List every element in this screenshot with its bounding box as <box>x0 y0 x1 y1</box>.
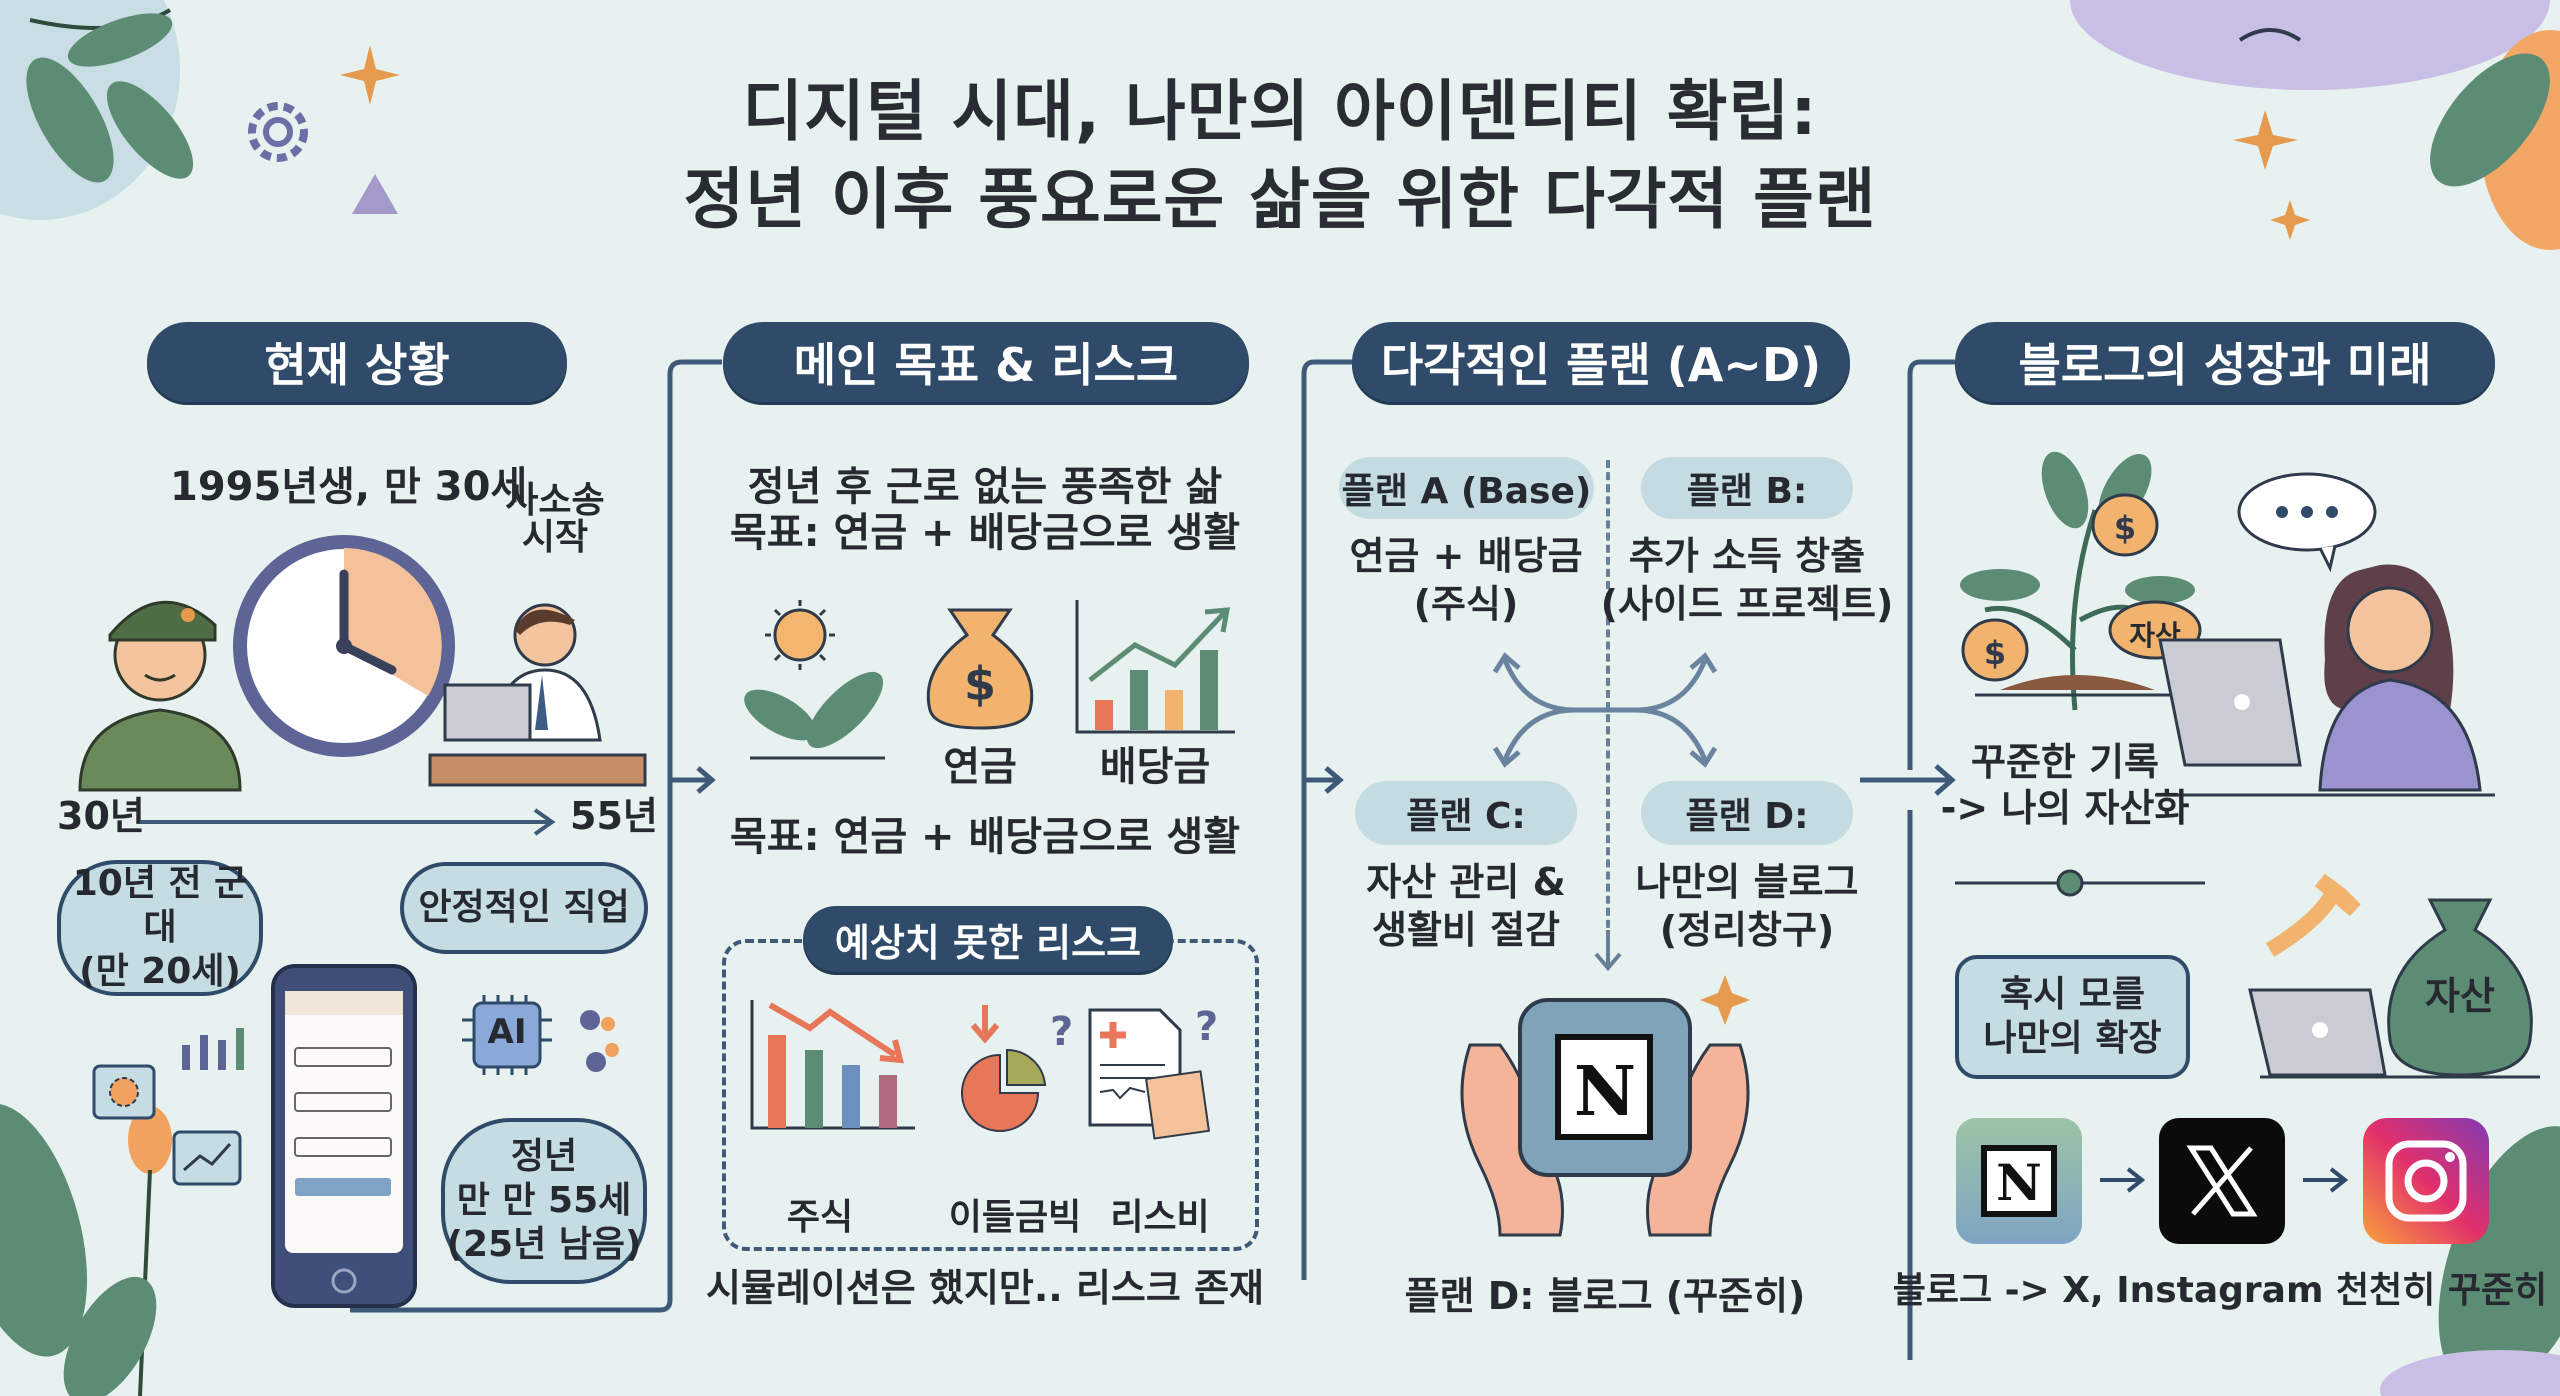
notion-app-icon[interactable]: N <box>1956 1118 2082 1244</box>
bubble-retirement-line-2: 만 만 55세 <box>456 1180 632 1221</box>
section-header-goal: 메인 목표 & 리스크 <box>723 322 1249 402</box>
instagram-app-icon[interactable] <box>2363 1118 2489 1244</box>
leaf-decoration-top-left <box>0 0 194 220</box>
gear-icon <box>248 102 308 162</box>
plan-a-line-2: (주식) <box>1413 582 1519 626</box>
title-line-1: 디지털 시대, 나만의 아이덴티티 확립: <box>742 73 1818 150</box>
flow-connector-2 <box>1301 359 1354 1280</box>
goal-line-1: 정년 후 근로 없는 풍족한 삶 <box>747 464 1223 510</box>
bubble-army-line-1: 10년 전 군대 <box>72 863 248 948</box>
svg-text:?: ? <box>1195 1004 1218 1050</box>
arrow-right-icon <box>2100 1167 2146 1193</box>
smartphone-icon[interactable] <box>270 963 418 1309</box>
bubble-expansion: 혹시 모를 나만의 확장 <box>1955 955 2190 1079</box>
plan-b-label: 플랜 B: <box>1641 457 1853 519</box>
record-line-2: -> 나의 자산화 <box>1940 786 2190 830</box>
medical-bill-icon: ? <box>1088 1004 1218 1140</box>
risk-label-stock: 주식 <box>786 1197 854 1238</box>
bubble-expansion-line-1: 혹시 모를 <box>1999 974 2145 1015</box>
hands-holding-notion-icon: N <box>1460 975 1750 1237</box>
bubble-expansion-line-2: 나만의 확장 <box>1983 1018 2162 1059</box>
timeline-arrow <box>140 808 556 836</box>
flow-connector-1 <box>350 359 722 1313</box>
gear-badge-icon <box>92 1064 156 1120</box>
bubble-army: 10년 전 군대 (만 20세) <box>57 860 263 996</box>
sun-plant-icon <box>744 600 885 760</box>
plan-cross-arrows <box>1492 652 1718 768</box>
svg-text:$: $ <box>1984 634 2006 672</box>
plan-d-line-1: 나만의 블로그 <box>1635 860 1859 904</box>
record-line-1: 꾸준한 기록 <box>1970 740 2160 784</box>
plan-divider <box>1606 460 1610 940</box>
pie-chart-question-icon: ? <box>961 1005 1073 1132</box>
svg-text:$: $ <box>964 657 996 711</box>
plan-c-label: 플랜 C: <box>1355 781 1577 845</box>
bubble-stable-job: 안정적인 직업 <box>400 862 648 954</box>
laptop-growth-icon <box>2248 873 2540 1079</box>
plan-a-line-1: 연금 + 배당금 <box>1349 534 1583 578</box>
flow-connector-3 <box>1860 359 1956 1360</box>
risk-label-interest: 이들금빅 <box>948 1197 1082 1238</box>
plan-b-line-2: (사이드 프로젝트) <box>1600 582 1894 626</box>
risk-label-medical: 리스비 <box>1110 1197 1210 1238</box>
svg-text:?: ? <box>1050 1009 1073 1055</box>
ai-chip-icon <box>462 995 552 1075</box>
svg-text:N: N <box>1574 1052 1636 1132</box>
section-header-blog: 블로그의 성장과 미래 <box>1955 322 2495 402</box>
goal-line-2: 목표: 연금 + 배당금으로 생활 <box>729 510 1241 556</box>
bubble-retirement: 정년 만 만 55세 (25년 남음) <box>441 1118 647 1284</box>
plan-down-arrow <box>1594 930 1622 972</box>
plan-b-line-1: 추가 소득 창출 <box>1628 534 1866 578</box>
leaf-decoration-top-right <box>2070 0 2560 250</box>
sparkle-icon <box>340 45 400 105</box>
progress-line <box>1955 869 2205 897</box>
start-line-2: 시작 <box>521 517 589 558</box>
triangle-decoration <box>352 174 398 214</box>
plan-c-line-2: 생활비 절감 <box>1371 908 1561 952</box>
svg-text:N: N <box>1996 1153 2042 1212</box>
molecule-decoration <box>580 1010 619 1072</box>
section-header-plans: 다각적인 플랜 (A~D) <box>1352 322 1850 402</box>
money-bag-icon: $ <box>926 608 1034 730</box>
clock-icon <box>233 535 455 757</box>
plan-a-label: 플랜 A (Base) <box>1339 457 1594 519</box>
dividend-label: 배당금 <box>1099 744 1211 790</box>
trend-chart-icon <box>172 1130 242 1186</box>
plan-c-line-1: 자산 관리 & <box>1366 860 1566 904</box>
stock-decline-icon <box>750 1000 915 1130</box>
bubble-army-line-2: (만 20세) <box>79 951 241 992</box>
chat-bubble-icon <box>2237 472 2377 573</box>
risk-header: 예상치 못한 리스크 <box>803 906 1173 972</box>
plans-footer: 플랜 D: 블로그 (꾸준히) <box>1404 1274 1806 1318</box>
plan-d-line-2: (정리창구) <box>1659 908 1835 952</box>
pension-label: 연금 <box>943 744 1017 790</box>
plan-d-label: 플랜 D: <box>1641 781 1853 845</box>
ai-chip-label: AI <box>487 1012 527 1052</box>
bar-chart-icon <box>182 1028 244 1070</box>
goal-footer: 시뮬레이션은 했지만.. 리스크 존재 <box>705 1266 1265 1310</box>
timeline-start: 30년 <box>57 794 145 838</box>
woman-laptop-icon <box>2155 564 2495 797</box>
start-line-1: 사소송 <box>505 480 605 521</box>
title-line-2: 정년 이후 풍요로운 삶을 위한 다각적 플랜 <box>683 161 1877 238</box>
goal-summary: 목표: 연금 + 배당금으로 생활 <box>729 814 1241 860</box>
arrow-right-icon <box>2303 1167 2349 1193</box>
timeline-end: 55년 <box>570 794 658 838</box>
svg-text:$: $ <box>2114 509 2136 547</box>
soldier-icon <box>78 600 242 792</box>
dividend-chart-icon <box>1075 600 1235 734</box>
birth-info: 1995년생, 만 30세 <box>170 464 528 510</box>
bubble-retirement-line-3: (25년 남음) <box>446 1224 642 1265</box>
x-app-icon[interactable] <box>2159 1118 2285 1244</box>
blog-footer: 블로그 -> X, Instagram 천천히 꾸준히 <box>1892 1270 2548 1311</box>
section-header-current: 현재 상황 <box>147 322 567 402</box>
leaf-decoration-bottom-left <box>0 1103 172 1396</box>
asset-bag-label: 자산 <box>2425 974 2495 1018</box>
office-worker-icon <box>428 603 647 787</box>
bubble-retirement-line-1: 정년 <box>510 1136 578 1177</box>
